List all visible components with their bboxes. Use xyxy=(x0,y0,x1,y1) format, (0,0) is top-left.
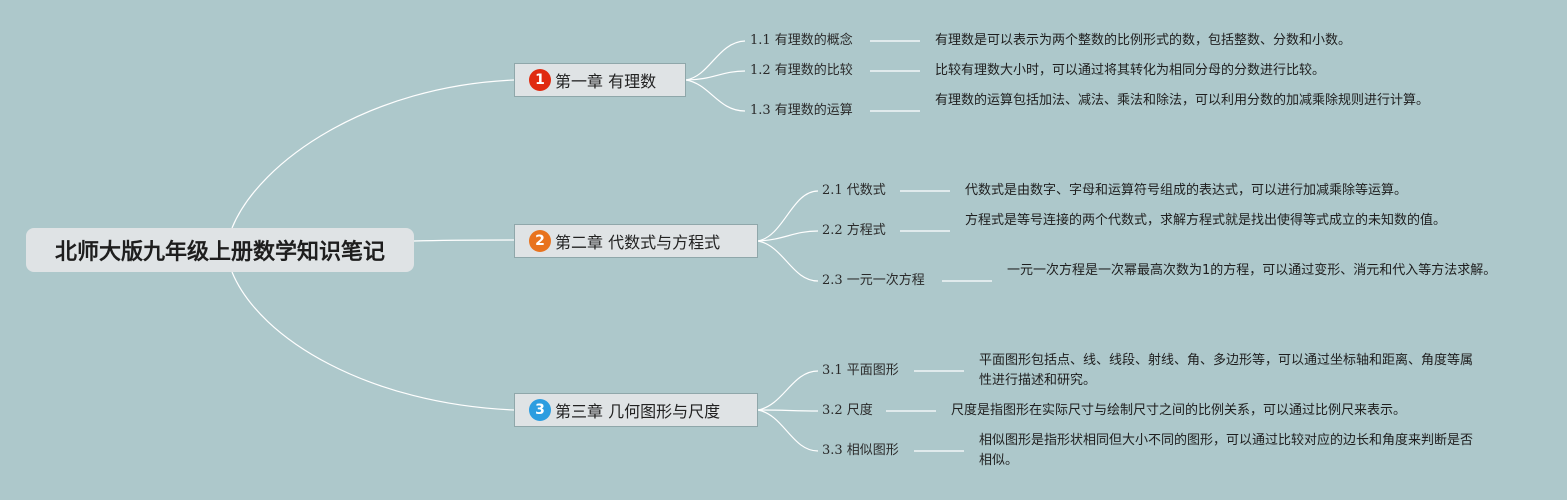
chapter-node-2[interactable]: 2 第二章 代数式与方程式 xyxy=(514,224,758,258)
connector-root-ch1 xyxy=(231,79,515,229)
chapter-node-3[interactable]: 3 第三章 几何图形与尺度 xyxy=(514,393,758,427)
topic-2-1[interactable]: 2.1 代数式 xyxy=(822,183,886,198)
connector-ch2-item2 xyxy=(757,230,819,242)
connector-root-ch3 xyxy=(231,271,515,411)
root-title: 北师大版九年级上册数学知识笔记 xyxy=(54,240,385,265)
topic-1-2[interactable]: 1.2 有理数的比较 xyxy=(750,63,853,78)
chapter-2-number-badge: 2 xyxy=(529,230,551,252)
connector-ch1-item1 xyxy=(685,40,746,81)
topic-1-1-description: 有理数是可以表示为两个整数的比例形式的数，包括整数、分数和小数。 xyxy=(935,33,1352,48)
topic-3-2-description: 尺度是指图形在实际尺寸与绘制尺寸之间的比例关系，可以通过比例尺来表示。 xyxy=(951,403,1407,418)
topic-2-3[interactable]: 2.3 一元一次方程 xyxy=(822,273,925,288)
chapter-2-title: 第二章 代数式与方程式 xyxy=(555,233,721,252)
chapter-3-number-badge: 3 xyxy=(529,399,551,421)
connector-ch3-item3 xyxy=(757,409,819,452)
root-node[interactable]: 北师大版九年级上册数学知识笔记 xyxy=(26,228,414,272)
chapter-1-title: 第一章 有理数 xyxy=(555,72,657,91)
chapter-3-title: 第三章 几何图形与尺度 xyxy=(555,402,721,421)
connector-ch3-item1 xyxy=(757,370,819,411)
connector-root-ch2 xyxy=(413,239,515,242)
topic-1-3-description: 有理数的运算包括加法、减法、乘法和除法，可以利用分数的加减乘除规则进行计算。 xyxy=(935,93,1430,108)
topic-3-1-description: 平面图形包括点、线、线段、射线、角、多边形等，可以通过坐标轴和距离、角度等属性进… xyxy=(979,353,1474,388)
connector-ch1-item3 xyxy=(685,79,746,112)
topic-2-1-description: 代数式是由数字、字母和运算符号组成的表达式，可以进行加减乘除等运算。 xyxy=(965,183,1408,198)
connector-ch2-item1 xyxy=(757,190,819,242)
connector-ch2-item3 xyxy=(757,240,819,282)
topic-1-2-description: 比较有理数大小时，可以通过将其转化为相同分母的分数进行比较。 xyxy=(935,63,1326,78)
topic-3-3[interactable]: 3.3 相似图形 xyxy=(822,443,899,458)
topic-1-1[interactable]: 1.1 有理数的概念 xyxy=(750,33,853,48)
topic-2-2-description: 方程式是等号连接的两个代数式，求解方程式就是找出使得等式成立的未知数的值。 xyxy=(965,213,1447,228)
topic-3-3-description: 相似图形是指形状相同但大小不同的图形，可以通过比较对应的边长和角度来判断是否相似… xyxy=(979,433,1474,468)
chapter-1-number-badge: 1 xyxy=(529,69,551,91)
chapter-node-1[interactable]: 1 第一章 有理数 xyxy=(514,63,686,97)
topic-1-3[interactable]: 1.3 有理数的运算 xyxy=(750,103,853,118)
topic-2-3-description: 一元一次方程是一次幂最高次数为1的方程，可以通过变形、消元和代入等方法求解。 xyxy=(1007,263,1497,278)
connector-ch1-item2 xyxy=(685,70,746,81)
connector-ch3-item2 xyxy=(757,409,819,412)
topic-3-2[interactable]: 3.2 尺度 xyxy=(822,403,873,418)
topic-2-2[interactable]: 2.2 方程式 xyxy=(822,223,886,238)
topic-3-1[interactable]: 3.1 平面图形 xyxy=(822,363,899,378)
